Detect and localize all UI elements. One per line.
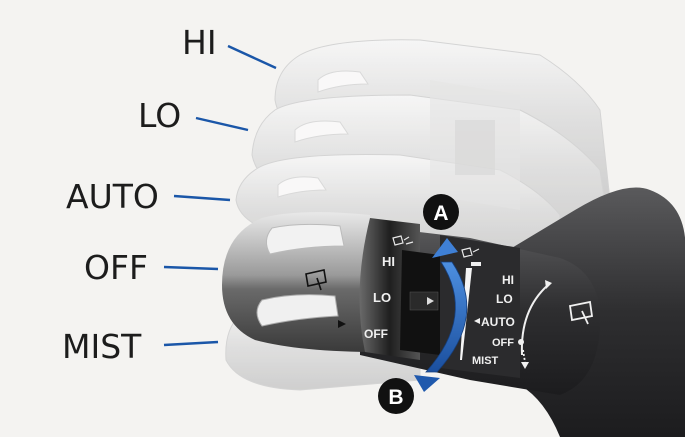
label-auto: AUTO: [66, 177, 159, 216]
rotation-arrow: [414, 238, 468, 392]
ring-left-hi: HI: [382, 254, 395, 269]
leader-lo: [195, 116, 249, 132]
marker-a-label: A: [433, 202, 448, 225]
ring-left-off: OFF: [364, 327, 388, 341]
marker-b-label: B: [388, 386, 403, 409]
ring-right-auto: AUTO: [481, 315, 515, 329]
ring-left-lo: LO: [373, 290, 391, 305]
marker-b: B: [378, 378, 414, 414]
ring-right-mist: MIST: [472, 355, 499, 367]
label-off: OFF: [84, 248, 148, 287]
ring-right[interactable]: [440, 235, 520, 378]
washer-icon: [392, 235, 414, 246]
ring-right-off: OFF: [492, 337, 514, 349]
leader-mist: [163, 340, 219, 347]
ring-right-hi: HI: [502, 273, 514, 287]
label-hi: HI: [182, 23, 217, 62]
ghost-stalks: [225, 39, 611, 391]
ring-right-lo: LO: [496, 292, 513, 306]
leader-lines: [163, 44, 277, 347]
leader-off: [163, 265, 219, 271]
arrow-up-icon: [520, 280, 552, 356]
wiper-icon: [305, 269, 327, 291]
leader-auto: [173, 194, 231, 202]
leader-hi: [227, 44, 277, 70]
wiper-icon-body: [568, 300, 594, 325]
wiper-stalk: [222, 187, 685, 437]
marker-a: A: [423, 194, 459, 230]
arrow-down-icon: [518, 339, 529, 369]
label-mist: MIST: [62, 327, 142, 366]
label-lo: LO: [138, 96, 181, 135]
washer-icon-right: [461, 247, 480, 258]
